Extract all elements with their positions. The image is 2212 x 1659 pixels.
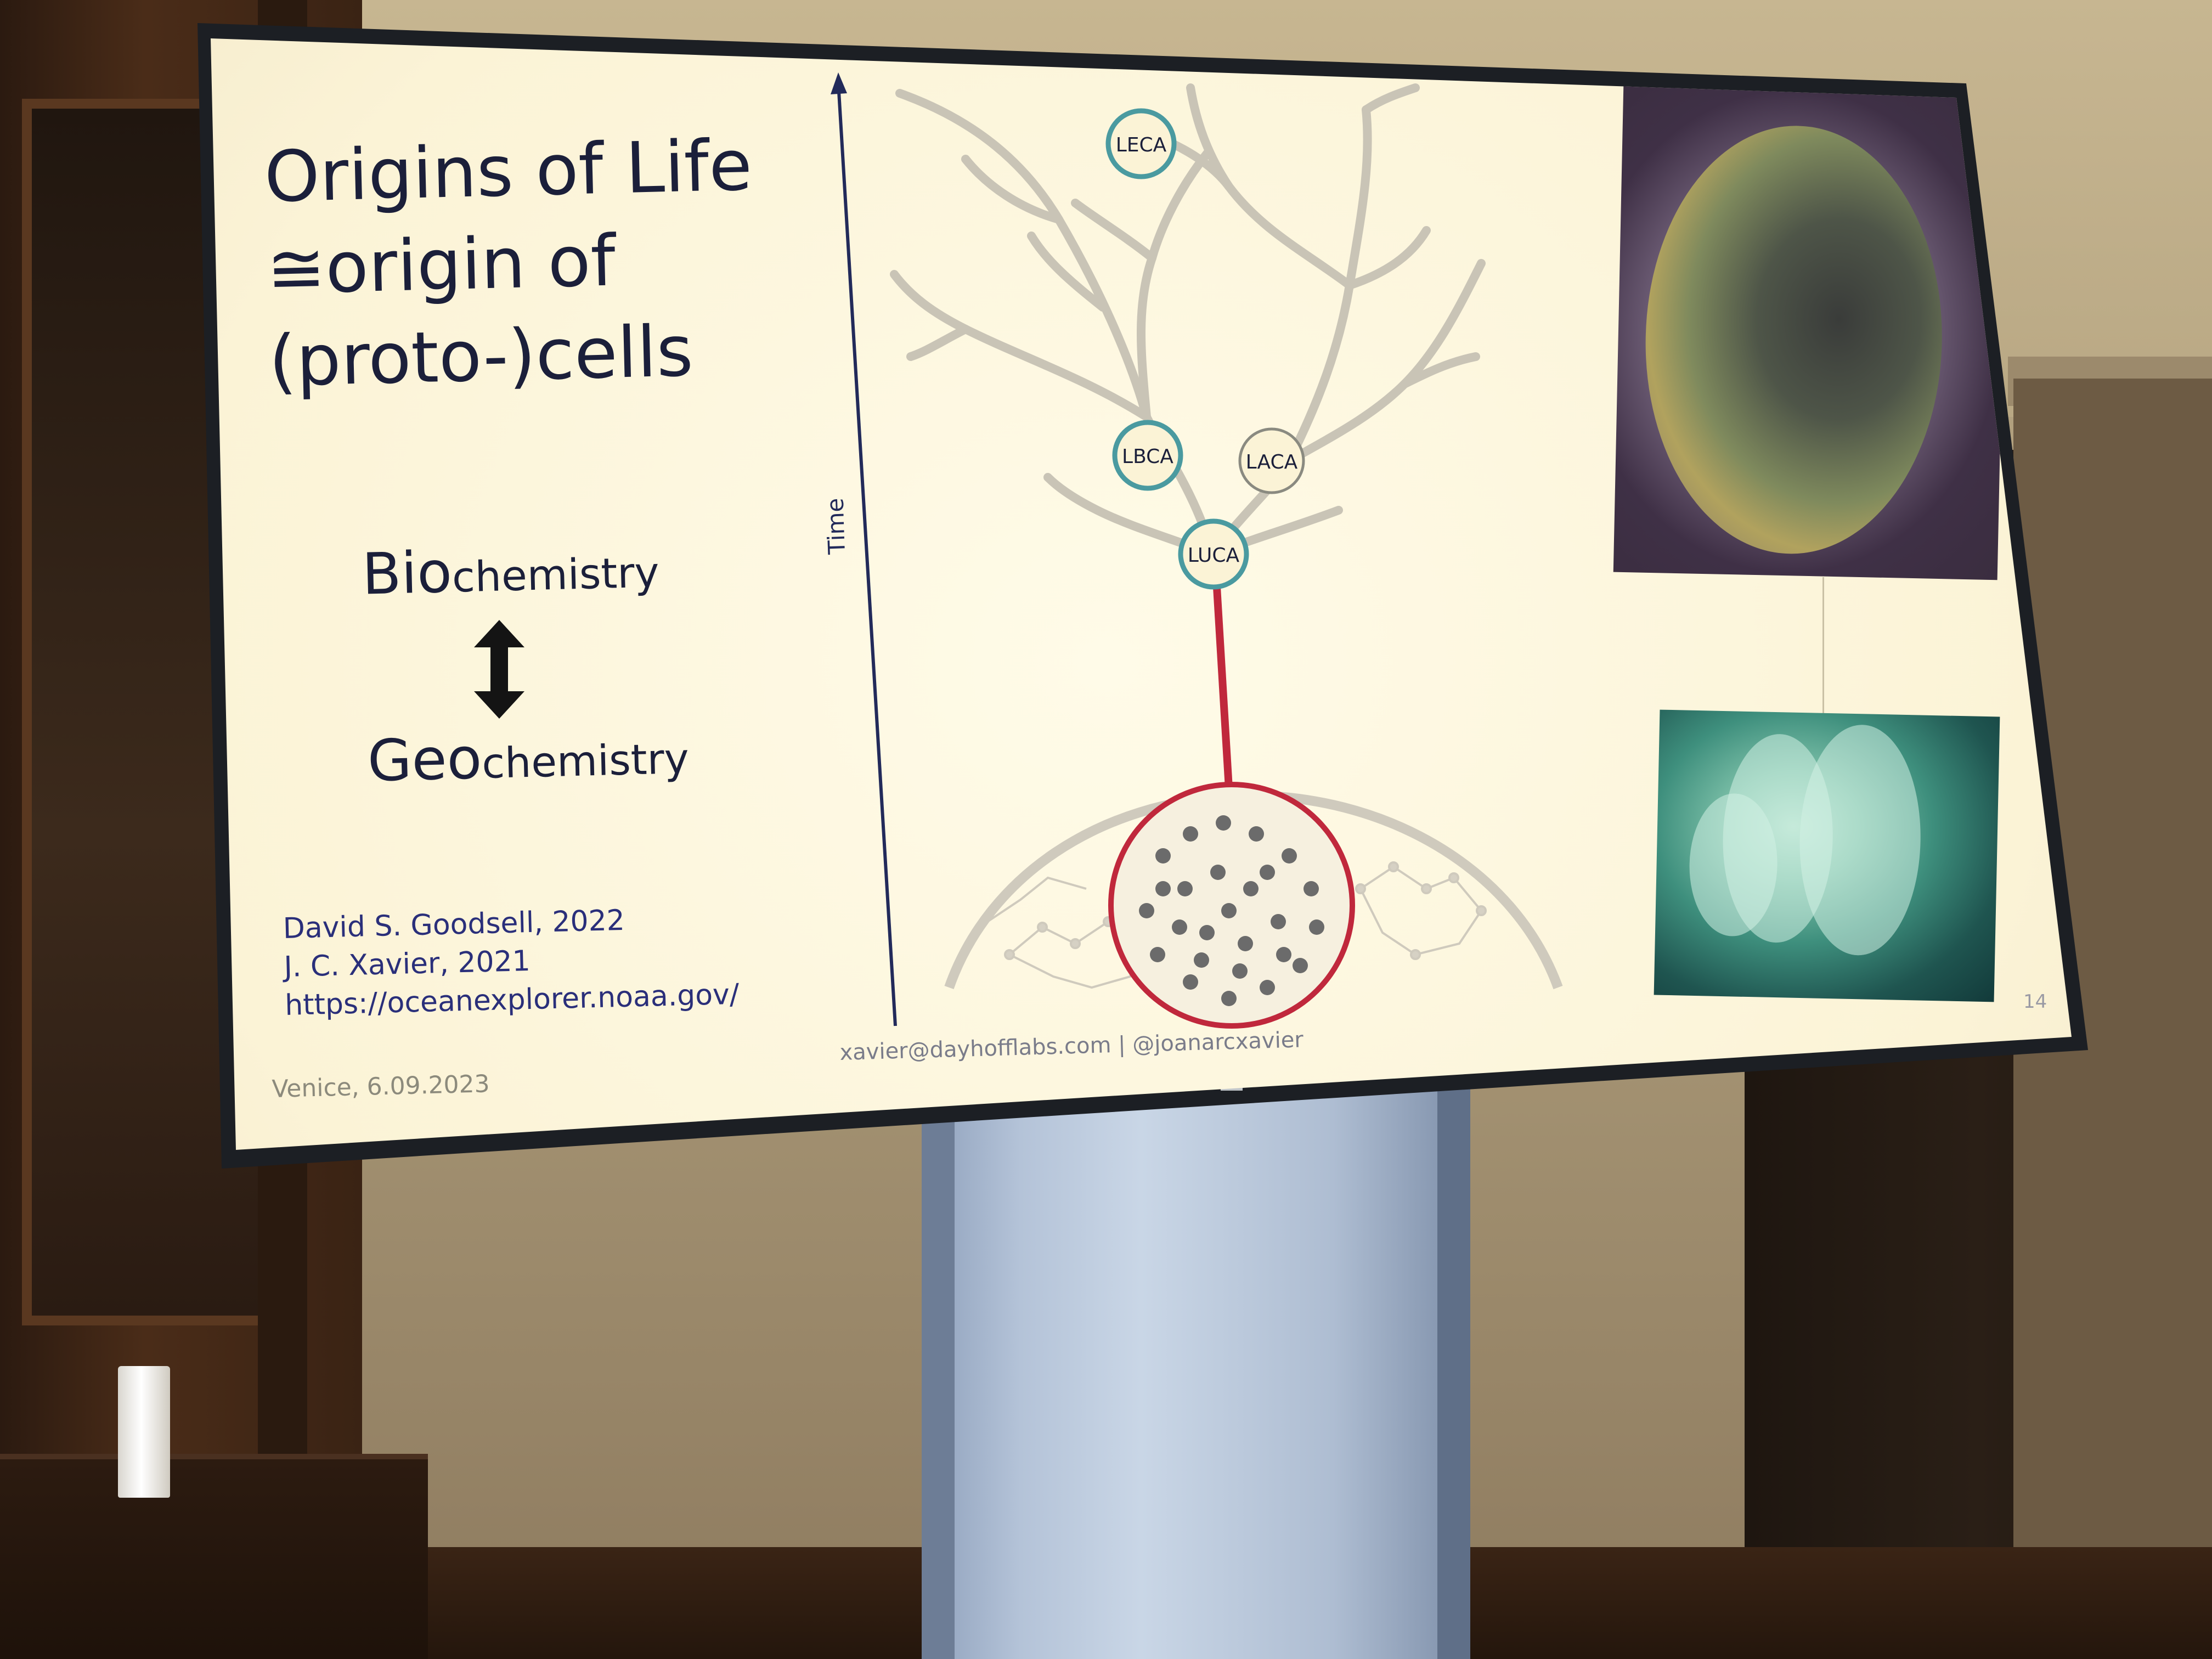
node-laca: LACA [1238, 427, 1305, 494]
protocell-molecules [1139, 815, 1324, 1006]
monitor-stand [922, 1075, 1470, 1659]
node-label: LECA [1116, 134, 1167, 156]
luca-connector-line [1213, 586, 1234, 807]
node-lbca: LBCA [1112, 420, 1183, 491]
tree-branches [890, 83, 1486, 558]
protocell-illustration-image [1613, 83, 2008, 580]
molecular-cell-sphere [1641, 122, 1946, 557]
time-axis-label: Time [821, 498, 850, 555]
monitor-stand-edge [1437, 1075, 1470, 1659]
double-arrow-icon [474, 620, 524, 719]
node-label: LUCA [1188, 544, 1240, 567]
time-axis-arrowhead [831, 72, 847, 94]
node-label: LACA [1246, 451, 1298, 473]
page-number: 14 [2023, 991, 2047, 1013]
image-connector-line [1822, 577, 1824, 714]
vent-plume [1797, 724, 1923, 957]
node-label: LBCA [1122, 445, 1173, 468]
hydrothermal-vent-image [1654, 709, 2000, 1002]
wooden-table [0, 1459, 428, 1659]
node-leca: LECA [1105, 108, 1177, 179]
time-axis [837, 82, 897, 1026]
paper-cup-stack [118, 1366, 170, 1498]
node-luca: LUCA [1178, 518, 1249, 590]
monitor-stand-edge [922, 1075, 955, 1659]
